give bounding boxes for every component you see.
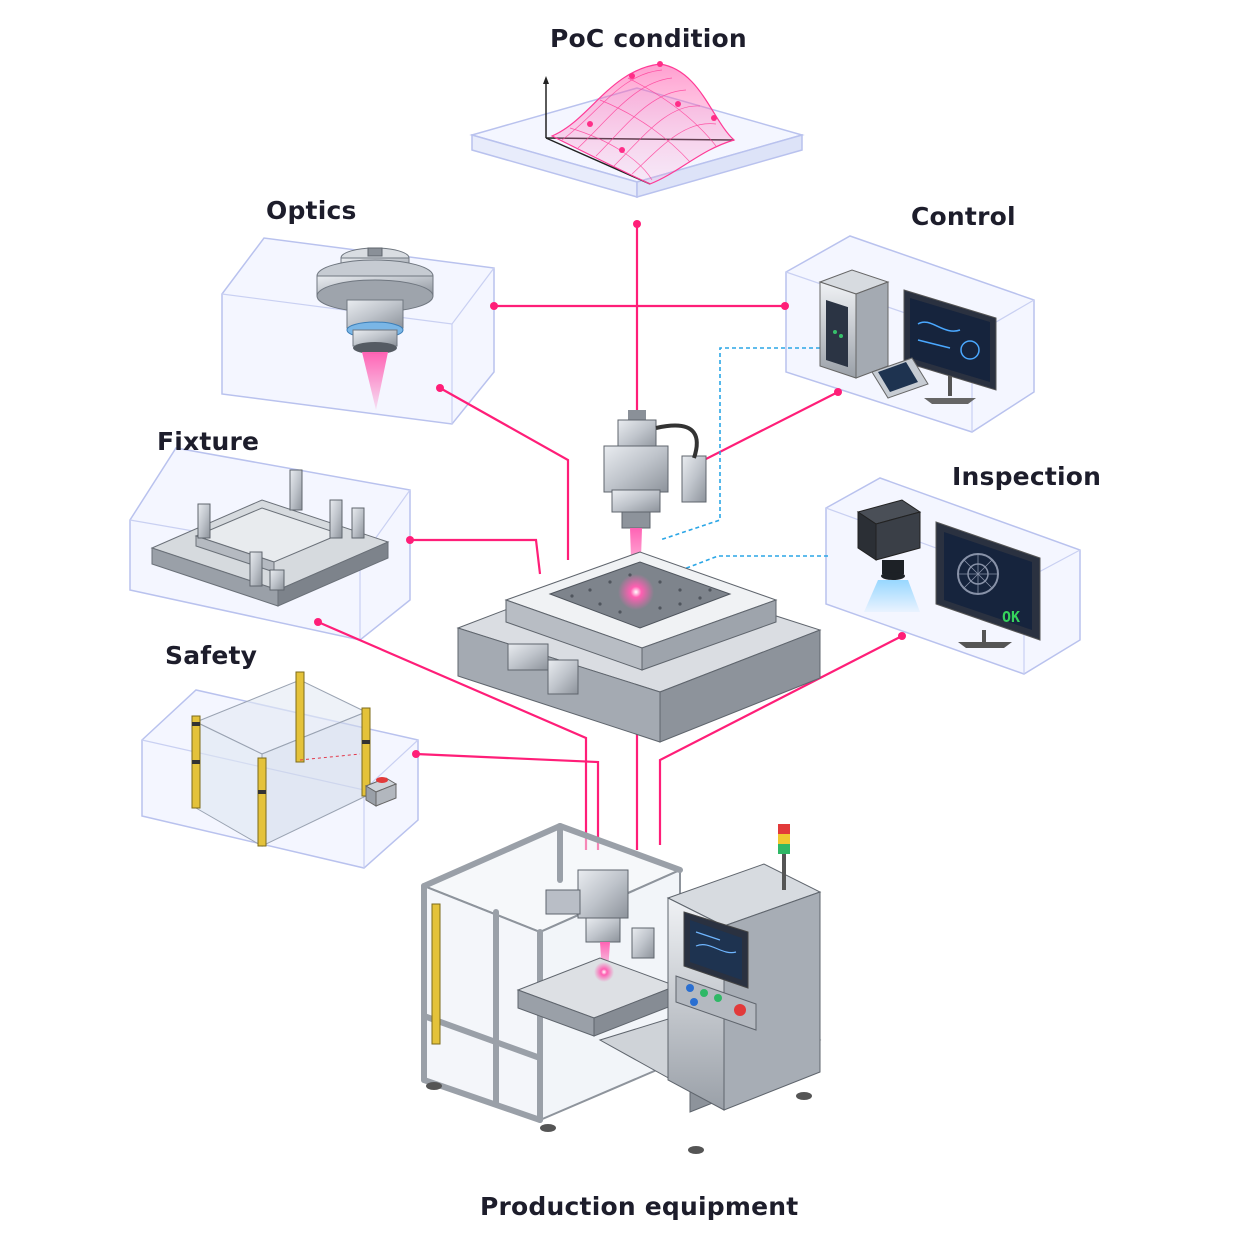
label-poc-condition: PoC condition bbox=[550, 24, 747, 53]
label-optics: Optics bbox=[266, 196, 357, 225]
xy-stage bbox=[456, 551, 822, 743]
label-fixture: Fixture bbox=[157, 427, 260, 456]
label-safety: Safety bbox=[165, 641, 258, 670]
connector-safety bbox=[415, 752, 600, 850]
label-control: Control bbox=[911, 202, 1016, 231]
inspection-ok-text: OK bbox=[1002, 608, 1020, 626]
controller-and-monitor-icon bbox=[818, 269, 997, 404]
connector-optics-head bbox=[439, 387, 570, 560]
connector-dots bbox=[314, 220, 906, 758]
data-links bbox=[649, 347, 834, 583]
laser-lens-icon bbox=[316, 247, 434, 410]
connector-inspection bbox=[658, 635, 903, 845]
camera-and-monitor-icon: OK bbox=[856, 499, 1041, 648]
connector-fixture bbox=[410, 538, 542, 575]
connector-fixture-machine bbox=[317, 620, 588, 850]
3d-surface-plot-icon bbox=[543, 61, 736, 185]
production-machine-icon bbox=[421, 823, 822, 1154]
fixture-plate-icon bbox=[150, 469, 390, 607]
label-inspection: Inspection bbox=[952, 462, 1102, 491]
laser-head bbox=[603, 410, 707, 590]
label-production-equipment: Production equipment bbox=[480, 1192, 799, 1221]
safety-fence-icon bbox=[191, 671, 398, 847]
